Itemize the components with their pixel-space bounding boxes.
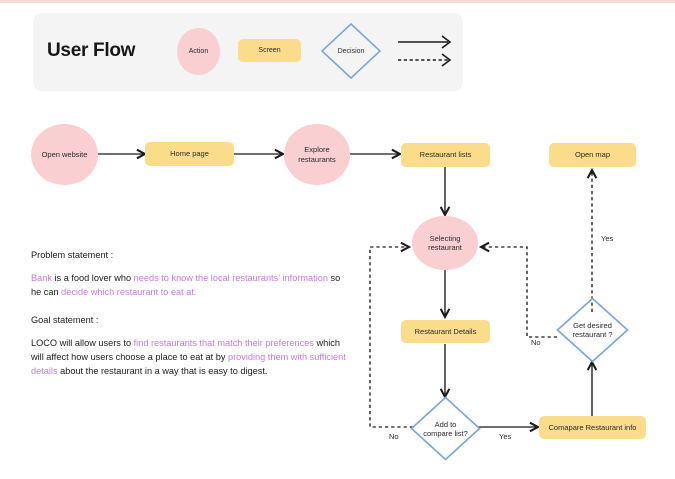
edge-label-yes-compare: Yes xyxy=(499,432,512,441)
legend-decision-label: Decision xyxy=(337,47,365,55)
legend-screen-label: Screen xyxy=(258,47,281,54)
goal-seg-4: providing them with sufficient details xyxy=(31,351,346,376)
node-restaurant-lists[interactable]: Restaurant lists xyxy=(401,143,490,167)
solid-arrow-icon xyxy=(398,35,452,49)
legend-screen-shape: Screen xyxy=(238,39,301,62)
diamond-icon xyxy=(556,297,629,363)
problem-seg-5: decide which restaurant to eat at. xyxy=(61,286,197,297)
node-add-to-compare-list-label: Add to compare list? xyxy=(423,419,468,438)
legend-decision-shape: Decision xyxy=(320,22,382,80)
problem-seg-2: is a food lover who xyxy=(51,272,134,283)
diamond-icon xyxy=(320,22,382,80)
goal-seg-1: LOCO will allow users to xyxy=(31,337,134,348)
node-open-map[interactable]: Open map xyxy=(549,143,636,167)
dashed-arrow-icon xyxy=(398,53,452,67)
node-get-desired-restaurant[interactable]: Get desired restaurant ? xyxy=(556,297,629,363)
goal-statement-heading: Goal statement : xyxy=(31,315,99,325)
node-explore-restaurants[interactable]: Explore restaurants xyxy=(284,124,350,185)
node-selecting-restaurant[interactable]: Selecting restaurant xyxy=(412,216,478,270)
legend-arrow-key xyxy=(398,34,458,68)
node-open-map-label: Open map xyxy=(574,150,611,160)
edge-label-yes-open-map: Yes xyxy=(601,234,614,243)
problem-seg-1: Bank xyxy=(31,272,52,283)
problem-statement-block: Problem statement : Bank is a food lover… xyxy=(31,249,351,300)
diamond-icon xyxy=(410,396,481,461)
problem-seg-4: so he can xyxy=(31,272,341,297)
problem-seg-3: needs to know the local restaurants' inf… xyxy=(133,272,328,283)
node-add-to-compare-list[interactable]: Add to compare list? xyxy=(410,396,481,461)
node-restaurant-details-label: Restaurant Details xyxy=(414,326,477,336)
node-open-website[interactable]: Open website xyxy=(31,124,98,185)
goal-seg-2: find restaurants that match their prefer… xyxy=(133,337,314,348)
problem-statement-heading: Problem statement : xyxy=(31,250,114,260)
node-compare-restaurant-info[interactable]: Comapare Restaurant info xyxy=(539,416,646,439)
node-compare-restaurant-info-label: Comapare Restaurant info xyxy=(548,422,637,432)
node-restaurant-lists-label: Restaurant lists xyxy=(419,150,472,160)
top-divider-rule xyxy=(0,0,675,3)
node-home-page[interactable]: Home page xyxy=(145,142,234,166)
node-restaurant-details[interactable]: Restaurant Details xyxy=(401,320,490,343)
legend-action-shape: Action xyxy=(177,28,220,75)
problem-statement-body: Bank is a food lover who needs to know t… xyxy=(31,273,340,297)
node-selecting-restaurant-label: Selecting restaurant xyxy=(428,233,462,252)
node-get-desired-restaurant-label: Get desired restaurant ? xyxy=(572,321,613,339)
page-title: User Flow xyxy=(47,40,136,61)
edge-label-no-get-desired: No xyxy=(531,338,541,347)
edge-label-no-compare: No xyxy=(389,432,399,441)
node-explore-restaurants-label: Explore restaurants xyxy=(298,145,336,164)
goal-statement-block: Goal statement : LOCO will allow users t… xyxy=(31,314,353,379)
node-home-page-label: Home page xyxy=(170,149,209,159)
goal-seg-3: which will affect how users choose a pla… xyxy=(31,337,340,362)
goal-seg-5: about the restaurant in a way that is ea… xyxy=(57,365,268,376)
goal-statement-body: LOCO will allow users to find restaurant… xyxy=(31,338,346,376)
legend-action-label: Action xyxy=(188,48,209,55)
node-open-website-label: Open website xyxy=(41,149,88,159)
